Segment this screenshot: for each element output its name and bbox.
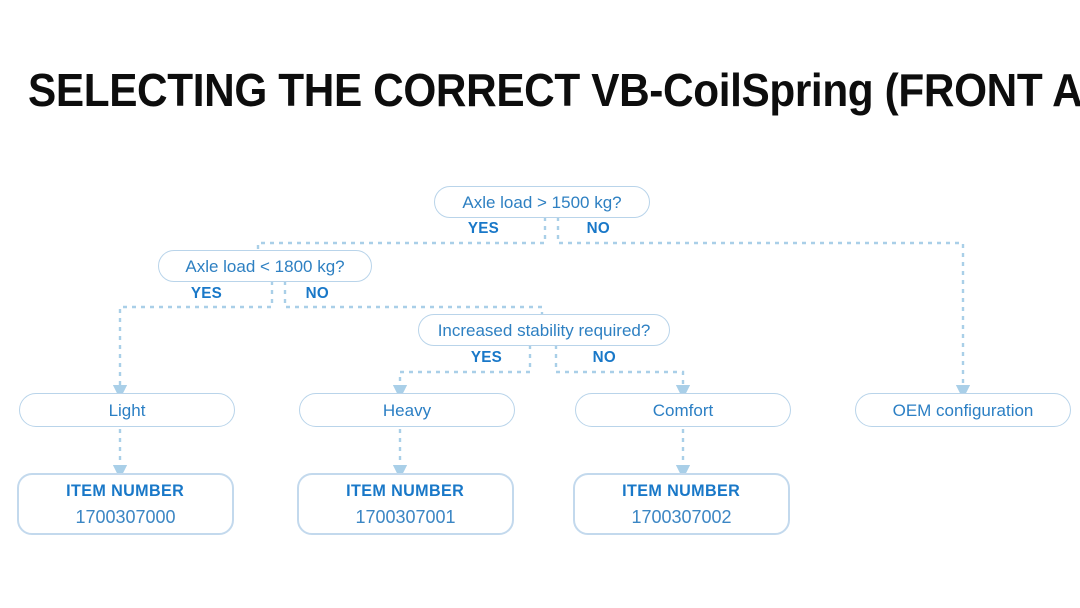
outcome-node-oem-configuration[interactable]: OEM configuration — [855, 393, 1071, 427]
item-card-label: ITEM NUMBER — [66, 481, 185, 500]
outcome-node-comfort[interactable]: Comfort — [575, 393, 791, 427]
branch-label-d3-yes: YES — [470, 349, 503, 366]
item-card-value: 1700307001 — [355, 507, 456, 527]
edge-d3-yes — [392, 345, 532, 400]
outcome-node-heavy[interactable]: Heavy — [299, 393, 515, 427]
item-card-heavy[interactable]: ITEM NUMBER 1700307001 — [297, 473, 514, 535]
decision-node-increased-stability[interactable]: Increased stability required? — [418, 314, 670, 346]
item-card-light[interactable]: ITEM NUMBER 1700307000 — [17, 473, 234, 535]
branch-label-d2-yes: YES — [190, 285, 223, 302]
item-card-label: ITEM NUMBER — [346, 481, 465, 500]
item-card-comfort[interactable]: ITEM NUMBER 1700307002 — [573, 473, 790, 535]
branch-label-d1-no: NO — [586, 220, 610, 237]
item-card-value: 1700307002 — [631, 507, 732, 527]
decision-node-axle-load-1500[interactable]: Axle load > 1500 kg? — [434, 186, 650, 218]
item-card-value: 1700307000 — [75, 507, 176, 527]
outcome-node-light[interactable]: Light — [19, 393, 235, 427]
edge-d1-no — [556, 217, 971, 400]
branch-label-d3-no: NO — [592, 349, 616, 366]
branch-label-d1-yes: YES — [467, 220, 500, 237]
item-card-label: ITEM NUMBER — [622, 481, 741, 500]
edge-d3-no — [554, 345, 691, 400]
page-title: SELECTING THE CORRECT VB-CoilSpring (FRO… — [28, 64, 1080, 116]
edge-d1-yes — [256, 217, 547, 253]
branch-label-d2-no: NO — [305, 285, 329, 302]
decision-node-axle-load-1800[interactable]: Axle load < 1800 kg? — [158, 250, 372, 282]
